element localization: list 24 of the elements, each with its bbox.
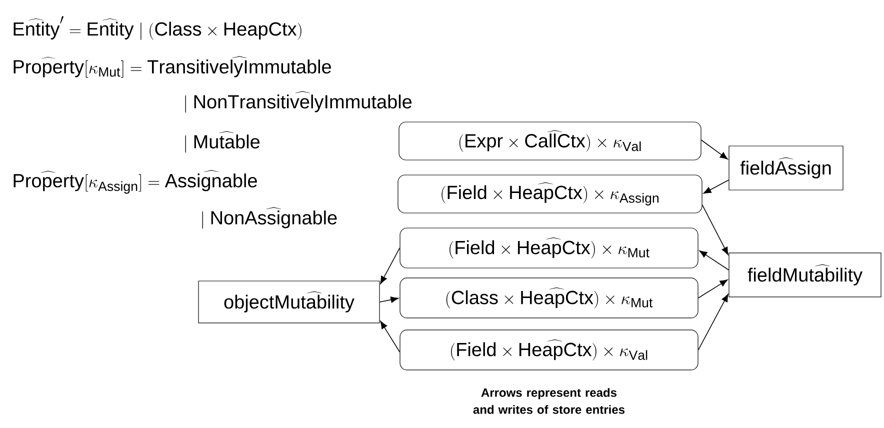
arrow [702, 204, 728, 255]
arrow [380, 248, 400, 284]
equation: $\mid \widehat{\mathsf{NonAssignable}}$ [202, 207, 337, 229]
state-box: $(\mathsf{Field}\times\widehat{\mathsf{HeapCtx}})\times\kappa_{\mathsf{Assign}}$ [398, 174, 702, 214]
state-box: $(\mathsf{Field}\times\widehat{\mathsf{HeapCtx}})\times\kappa_{\mathsf{Val}}$ [400, 330, 698, 370]
equation: $\widehat{\mathsf{Entity}}' = \widehat{\mathsf{Entity}} \mid (\mathsf{Class}\times\mathsf{HeapCtx})$ [14, 16, 302, 40]
arrow [703, 180, 730, 194]
caption: Arrows represent reads and writes of store entries [473, 388, 625, 414]
state-box: $(\mathsf{Expr}\times\widehat{\mathsf{CallCtx}})\times\kappa_{\mathsf{Val}}$ [398, 122, 702, 160]
equation: $\mid \widehat{\mathsf{Mutable}}$ [185, 131, 260, 153]
arrow [700, 140, 728, 160]
equation: $\widehat{\mathsf{Property}}[\kappa_{\mathsf{Assign}}] = \widehat{\mathsf{Assignable}}$ [14, 170, 257, 194]
state-box: $(\mathsf{Field}\times\widehat{\mathsf{HeapCtx}})\times\kappa_{\mathsf{Mut}}$ [400, 228, 698, 268]
function-box: $\mathsf{field}\widehat{\mathsf{Mutability}}$ [728, 252, 882, 298]
state-box: $(\mathsf{Class}\times\widehat{\mathsf{HeapCtx}})\times\kappa_{\mathsf{Mut}}$ [400, 278, 698, 318]
function-box: $\mathsf{object}\widehat{\mathsf{Mutability}}$ [198, 280, 380, 324]
equation: $\mid \widehat{\mathsf{NonTransitivelyImmutable}}$ [185, 91, 412, 113]
arrow [380, 320, 400, 352]
arrow [698, 279, 728, 298]
arrow [379, 296, 399, 303]
arrow [698, 294, 728, 350]
function-box: $\widehat{\mathsf{fieldAssign}}$ [728, 146, 844, 190]
equation: $\widehat{\mathsf{Property}}[\kappa_{\mathsf{Mut}}] = \widehat{\mathsf{TransitivelyImmutable}}$ [14, 56, 331, 78]
arrow [699, 250, 730, 270]
